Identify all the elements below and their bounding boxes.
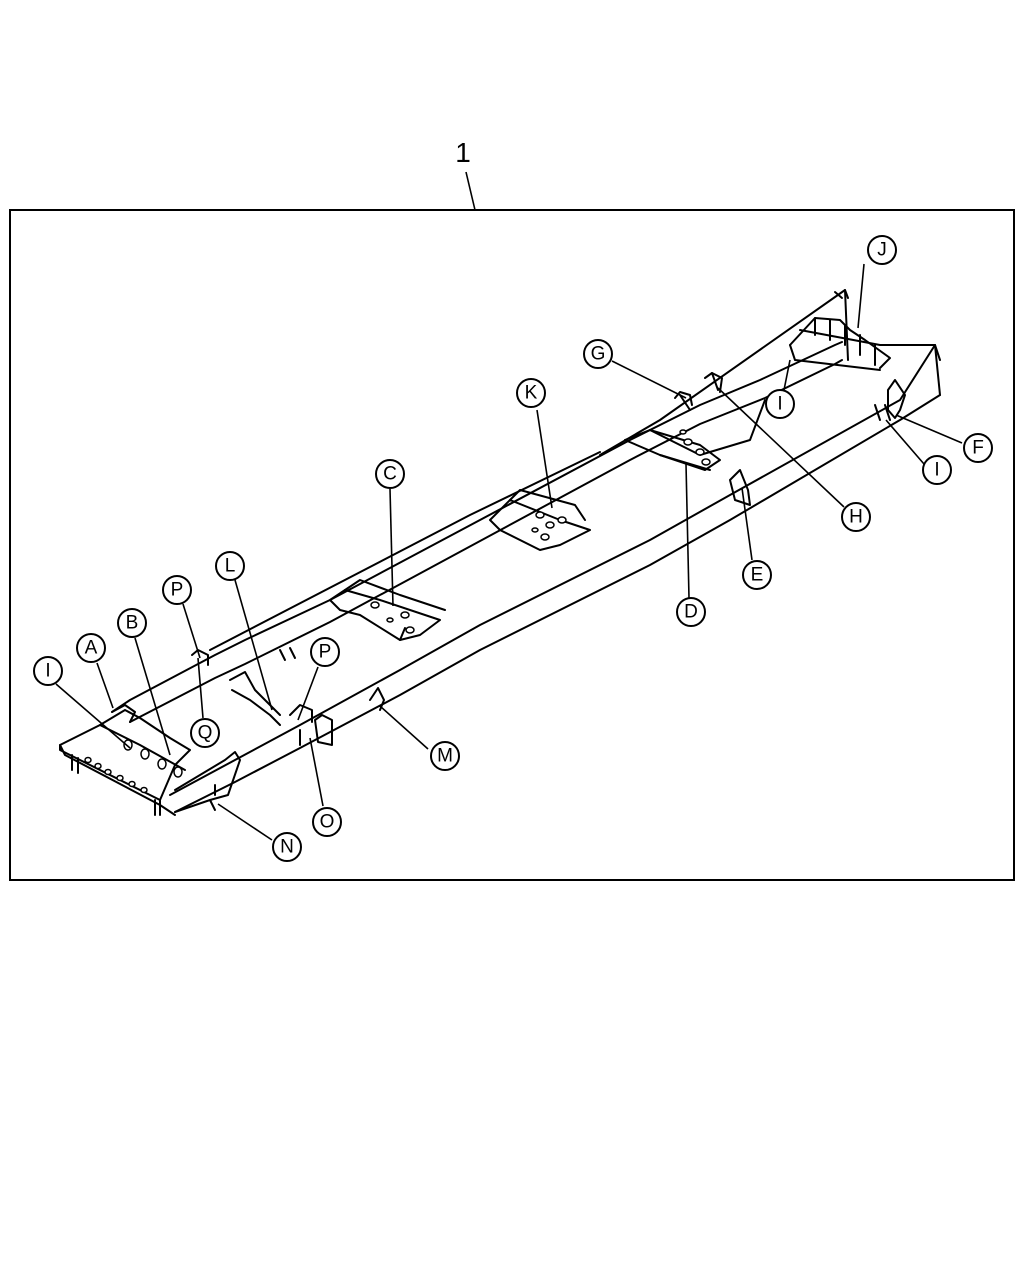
svg-text:M: M xyxy=(437,746,453,767)
far-rail-upper xyxy=(599,289,849,456)
callout-i-rear-near: I xyxy=(922,455,952,485)
svg-text:G: G xyxy=(591,344,606,365)
callout-i-front: I xyxy=(33,656,63,686)
callout-e: E xyxy=(742,560,772,590)
callout-k: K xyxy=(516,378,546,408)
svg-text:P: P xyxy=(319,642,332,663)
callout-h: H xyxy=(841,502,871,532)
svg-text:I: I xyxy=(45,661,50,682)
svg-text:D: D xyxy=(684,602,698,623)
svg-text:F: F xyxy=(972,438,984,459)
callout-a: A xyxy=(76,633,106,663)
svg-text:I: I xyxy=(777,394,782,415)
callout-c: C xyxy=(375,459,405,489)
svg-text:I: I xyxy=(934,460,939,481)
near-rail-top xyxy=(169,344,941,796)
callout-g: G xyxy=(583,339,613,369)
svg-text:J: J xyxy=(877,240,887,261)
callout-o: O xyxy=(312,807,342,837)
far-rail-bottom xyxy=(129,359,843,723)
callout-b: B xyxy=(117,608,147,638)
callout-l: L xyxy=(215,551,245,581)
callout-m: M xyxy=(430,741,460,771)
assembly-leader xyxy=(465,171,476,211)
callout-p-mid: P xyxy=(310,637,340,667)
svg-text:K: K xyxy=(525,383,538,404)
svg-text:N: N xyxy=(280,837,294,858)
diagram-border xyxy=(9,209,1015,881)
svg-text:O: O xyxy=(320,812,335,833)
svg-text:B: B xyxy=(126,613,139,634)
svg-text:H: H xyxy=(849,507,863,528)
svg-text:E: E xyxy=(751,565,764,586)
far-rail-top xyxy=(111,341,843,713)
chassis-frame xyxy=(59,289,941,816)
callout-d: D xyxy=(676,597,706,627)
callout-bubbles: J G I H F I K D E C L P Q P M O N B A I xyxy=(33,235,993,862)
svg-text:A: A xyxy=(85,638,98,659)
callout-j: J xyxy=(867,235,897,265)
callout-n: N xyxy=(272,832,302,862)
callout-f: F xyxy=(963,433,993,463)
leader-lines xyxy=(55,263,963,841)
near-rail-bottom xyxy=(174,394,941,813)
callout-p-front: P xyxy=(162,575,192,605)
svg-text:P: P xyxy=(171,580,184,601)
callout-i-rear-far: I xyxy=(765,389,795,419)
assembly-number: 1 xyxy=(455,137,471,168)
svg-text:C: C xyxy=(383,464,397,485)
svg-text:L: L xyxy=(225,556,236,577)
callout-q: Q xyxy=(190,718,220,748)
svg-text:Q: Q xyxy=(198,723,213,744)
